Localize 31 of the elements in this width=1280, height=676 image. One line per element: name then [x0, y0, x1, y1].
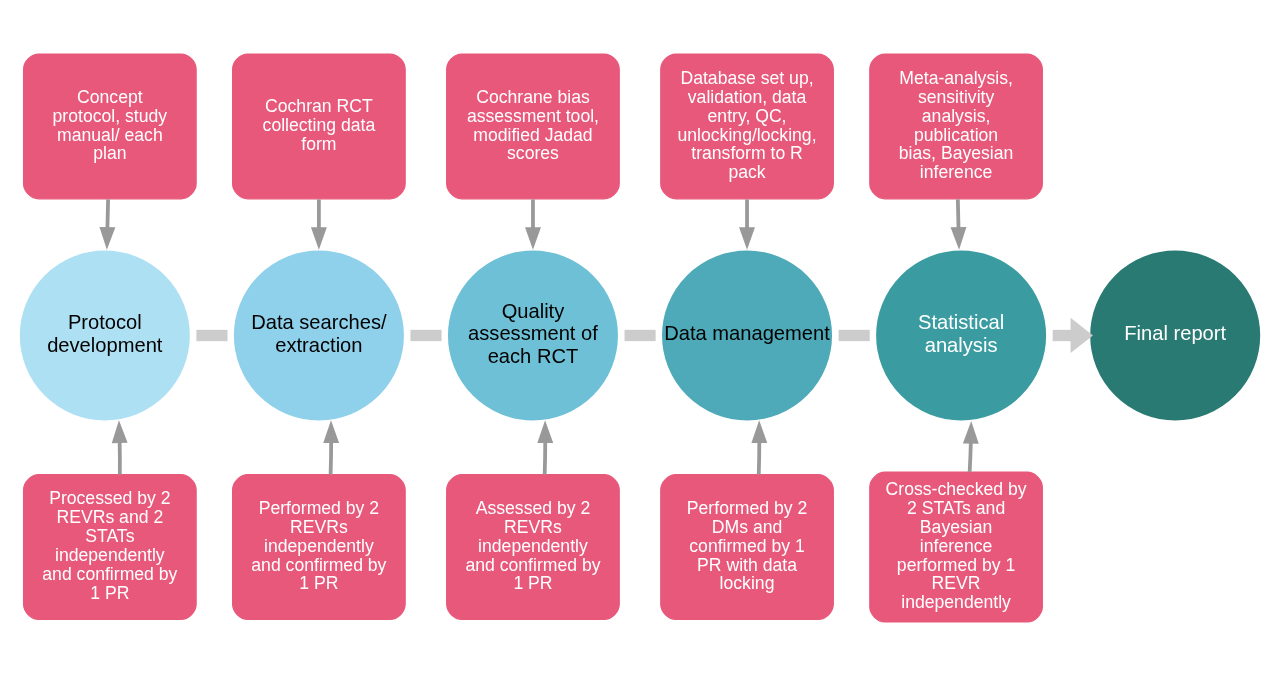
node-box: Concept protocol, study manual/ each plan [22, 53, 197, 200]
arrow [525, 199, 541, 250]
arrow [962, 420, 979, 473]
node-circle: Data searches/ extraction [231, 247, 407, 423]
connector [410, 329, 442, 342]
arrow [751, 420, 768, 475]
node-circle: Quality assessment of each RCT [445, 247, 621, 423]
node-box: Processed by 2 REVRs and 2 STATs independently and confirmed by 1 PR [22, 474, 197, 621]
arrow [111, 420, 128, 475]
node-circle: Protocol development [17, 247, 193, 423]
node-box: Cochran RCT collecting data form [232, 53, 406, 200]
node-box: Performed by 2 DMs and confirmed by 1 PR with data locking [660, 474, 834, 621]
arrow [739, 199, 755, 250]
node-box: Cross-checked by 2 STATs and Bayesian inference performed by 1 REVR independently [869, 471, 1043, 623]
connector [196, 329, 228, 342]
node-box: Performed by 2 REVRs independently and confirmed by 1 PR [232, 474, 406, 621]
arrow [537, 420, 554, 475]
node-circle: Statistical analysis [873, 247, 1049, 423]
node-box: Meta-analysis, sensitivity analysis, publication bias, Bayesian inference [869, 53, 1043, 200]
connector [624, 329, 656, 342]
node-circle: Final report [1087, 247, 1263, 423]
node-box: Assessed by 2 REVRs independently and confirmed by 1 PR [446, 474, 620, 621]
node-box: Database set up, validation, data entry, QC, unlocking/locking, transform to R pack [660, 53, 834, 200]
arrow [1052, 317, 1093, 354]
arrow [323, 420, 340, 475]
node-circle: Data management [659, 247, 835, 423]
arrow [310, 199, 327, 250]
arrow [950, 199, 967, 250]
arrow [99, 199, 116, 250]
node-box: Cochrane bias assessment tool, modified Jadad scores [446, 53, 620, 200]
connector [838, 329, 870, 342]
